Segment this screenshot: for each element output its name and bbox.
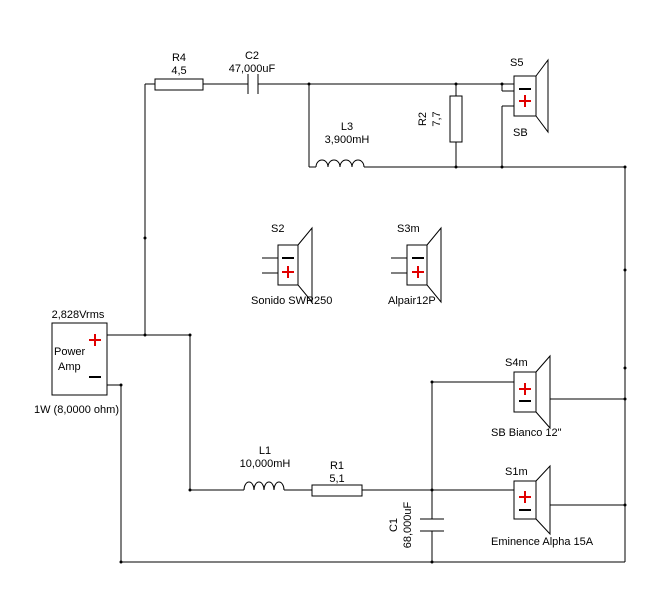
l1-ref: L1: [259, 445, 271, 457]
s5-ref: S5: [510, 57, 523, 69]
power-amp[interactable]: 2,828Vrms Power Amp 1W (8,0000 ohm): [34, 309, 119, 416]
amp-power: 1W (8,0000 ohm): [34, 404, 119, 416]
amp-voltage: 2,828Vrms: [52, 309, 105, 321]
inductor-l3[interactable]: L3 3,900mH: [315, 121, 370, 168]
r4-value: 4,5: [171, 65, 186, 77]
s2-ref: S2: [271, 223, 284, 235]
s5-label: SB: [513, 127, 528, 139]
c2-ref: C2: [245, 50, 259, 62]
speaker-s4m[interactable]: S4m SB Bianco 12": [491, 354, 562, 439]
s2-label: Sonido SWR250: [251, 295, 332, 307]
s3m-label: Alpair12P: [388, 295, 436, 307]
resistor-r1[interactable]: R1 5,1: [311, 460, 363, 497]
l3-ref: L3: [341, 121, 353, 133]
r1-ref: R1: [330, 460, 344, 472]
r2-ref: R2: [417, 112, 429, 126]
speaker-s2[interactable]: S2 Sonido SWR250: [251, 223, 332, 307]
c2-value: 47,000uF: [229, 63, 276, 75]
l1-value: 10,000mH: [240, 458, 291, 470]
speaker-s1m[interactable]: S1m Eminence Alpha 15A: [491, 464, 594, 548]
speaker-s3m[interactable]: S3m Alpair12P: [388, 223, 442, 307]
amp-name-line2: Amp: [58, 361, 81, 373]
resistor-r2[interactable]: R2 7,7: [417, 95, 463, 143]
s3m-ref: S3m: [397, 223, 420, 235]
capacitor-c2[interactable]: C2 47,000uF: [229, 50, 276, 94]
c1-value: 68,000uF: [402, 501, 414, 548]
s4m-ref: S4m: [505, 357, 528, 369]
inductor-l1[interactable]: L1 10,000mH: [240, 445, 291, 491]
resistor-r4[interactable]: R4 4,5: [154, 52, 204, 91]
s1m-ref: S1m: [505, 466, 528, 478]
junction-dots: [119, 82, 627, 564]
r4-ref: R4: [172, 52, 186, 64]
l3-value: 3,900mH: [325, 134, 370, 146]
r1-value: 5,1: [329, 473, 344, 485]
r2-value: 7,7: [431, 111, 443, 126]
speaker-s5[interactable]: S5 SB: [510, 57, 549, 139]
amp-name-line1: Power: [54, 346, 86, 358]
capacitor-c1[interactable]: C1 68,000uF: [388, 501, 444, 548]
c1-ref: C1: [388, 518, 400, 532]
s4m-label: SB Bianco 12": [491, 427, 562, 439]
s1m-label: Eminence Alpha 15A: [491, 536, 594, 548]
